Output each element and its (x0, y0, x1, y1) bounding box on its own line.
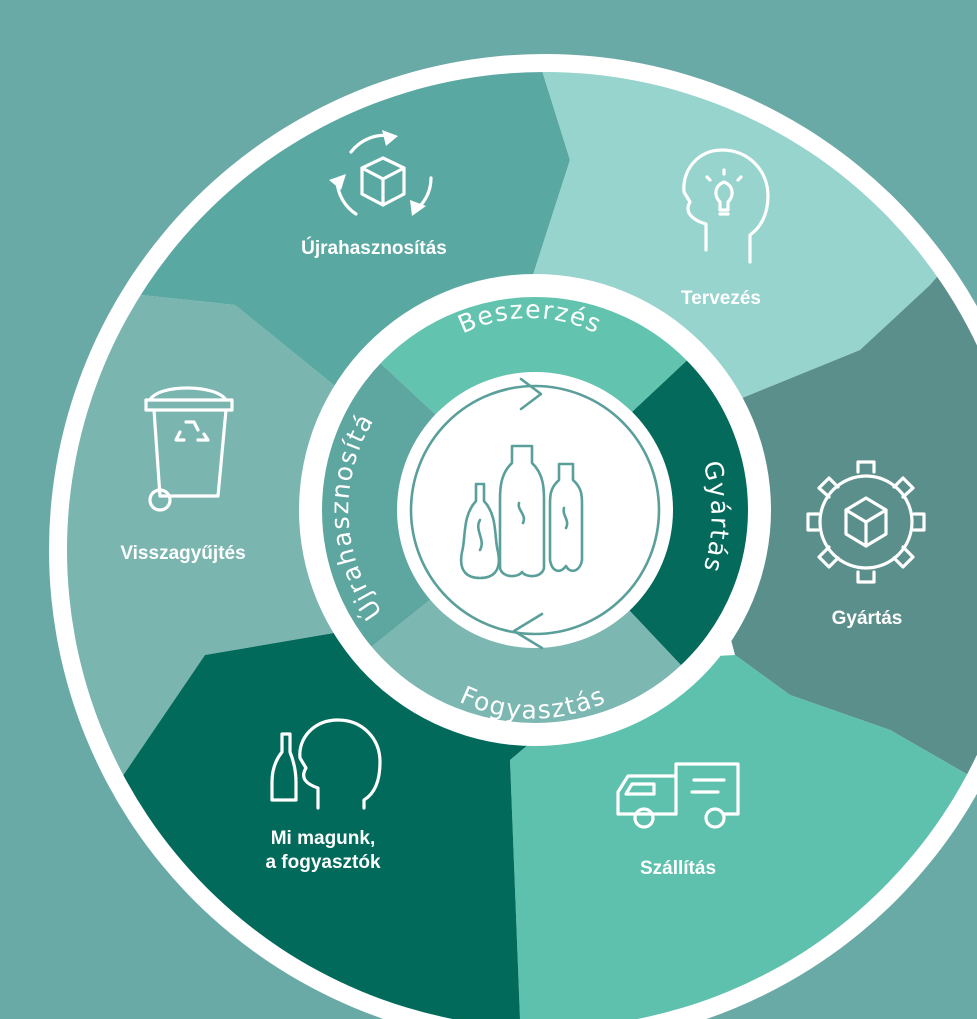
inner-ring-beszerzes[interactable] (378, 293, 690, 421)
segment-label-fogyasztok-line2: a fogyasztók (265, 852, 381, 873)
segment-label-fogyasztok-line1: Mi magunk, (271, 828, 376, 849)
bottle-large-icon (498, 444, 546, 578)
bottle-head-icon (270, 718, 382, 810)
inner-ring-gyartas[interactable] (621, 358, 752, 668)
bottle-small-icon (548, 462, 584, 573)
head-lightbulb-icon (682, 148, 770, 264)
cycle-arrow-top-icon (519, 377, 543, 411)
recycle-box-icon (329, 130, 433, 216)
bottle-contour-icon (459, 482, 501, 580)
center-disc (397, 372, 673, 648)
segment-label-tervezes: Tervezés (681, 288, 761, 309)
segment-visszagyujtes[interactable] (0, 280, 420, 780)
bottles-cycle-icon (459, 444, 584, 580)
cycle-circle (409, 384, 661, 636)
segment-label-gyartas: Gyártás (832, 608, 903, 629)
cycle-arrow-bottom-icon (512, 612, 544, 650)
gear-box-icon (806, 460, 926, 584)
segment-label-ujrahasznositas: Újrahasznosítás (301, 237, 447, 259)
segment-gyartas[interactable] (710, 230, 977, 780)
segment-label-visszagyujtes: Visszagyűjtés (120, 543, 245, 564)
delivery-truck-icon (616, 762, 740, 829)
segment-label-szallitas: Szállítás (640, 858, 716, 879)
recycle-bin-icon (144, 386, 234, 512)
inner-ring-ujrahasznositas[interactable] (318, 361, 443, 650)
inner-ring-edge (316, 291, 754, 729)
